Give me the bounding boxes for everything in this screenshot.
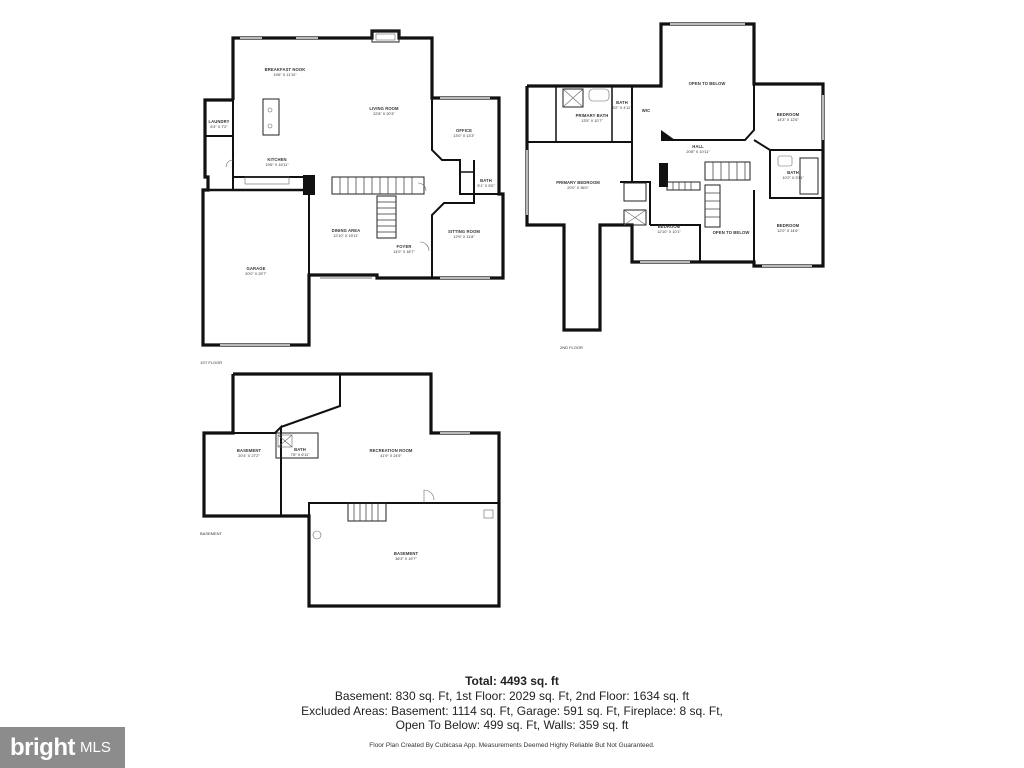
- breakfast-nook-dims: 19'6" X 11'10": [273, 73, 297, 77]
- bedroom-se-name: BEDROOM: [777, 223, 800, 228]
- logo-suffix: MLS: [79, 739, 111, 756]
- credit-note: Floor Plan Created By Cubicasa App. Meas…: [369, 742, 655, 749]
- laundry-dims: 6'4" X 7'2": [210, 125, 228, 129]
- hall-dims: 20'8" X 10'11": [686, 150, 710, 154]
- basement-west-name: BASEMENT: [237, 448, 262, 453]
- bath-east-dims: 10'2" X 5'11": [782, 176, 804, 180]
- basement-south-dims: 36'3" X 19'7": [395, 557, 417, 561]
- wic-name: WIC: [642, 108, 650, 113]
- open-to-below-mid-name: OPEN TO BELOW: [713, 230, 750, 235]
- kitchen-name: KITCHEN: [267, 157, 286, 162]
- dining-area-dims: 12'10" X 15'11": [333, 234, 359, 238]
- bath-small-dims: 5'2" X 4'11": [612, 106, 632, 110]
- primary-bedroom-dims: 20'0" X 36'0": [567, 186, 589, 190]
- living-room-dims: 22'8" X 20'3": [373, 112, 395, 116]
- total-area: Total: 4493 sq. ft: [465, 674, 559, 688]
- fireplace-icon: [371, 30, 400, 43]
- sitting-room-name: SITTING ROOM: [448, 229, 480, 234]
- water-heater-icon: [312, 530, 322, 540]
- foyer-name: FOYER: [397, 244, 412, 249]
- area-summary: Total: 4493 sq. ft Basement: 830 sq. Ft,…: [0, 674, 1024, 733]
- open-to-below-top-name: OPEN TO BELOW: [689, 81, 726, 86]
- bright-mls-logo: bright MLS: [0, 727, 125, 768]
- basement-plan: BASEMENT 20'4" X 27'2" BATH 7'8" X 6'11"…: [200, 372, 501, 608]
- living-room-name: LIVING ROOM: [369, 106, 399, 111]
- sitting-room-dims: 12'9" X 11'8": [453, 235, 475, 239]
- bedroom-mid-dims: 12'10" X 10'1": [657, 230, 681, 234]
- garage-dims: 20'0" X 29'7": [245, 272, 267, 276]
- basement-west-dims: 20'4" X 27'2": [238, 454, 260, 458]
- excluded-areas-cont: Open To Below: 499 sq. Ft, Walls: 359 sq…: [395, 718, 629, 732]
- breakfast-nook-name: BREAKFAST NOOK: [265, 67, 306, 72]
- bedroom-se-dims: 12'0" X 14'6": [777, 229, 799, 233]
- dining-area-name: DINING AREA: [332, 228, 361, 233]
- second-floor-label: 2ND FLOOR: [560, 345, 583, 350]
- hall-name: HALL: [692, 144, 704, 149]
- primary-bath-name: PRIMARY BATH: [576, 113, 609, 118]
- recreation-room-name: RECREATION ROOM: [369, 448, 412, 453]
- logo-brand: bright: [10, 733, 75, 761]
- bath-small-name: BATH: [616, 100, 628, 105]
- bath-east-name: BATH: [787, 170, 799, 175]
- bath-1f-dims: 5'1" X 5'0": [477, 184, 495, 188]
- first-floor-plan: BREAKFAST NOOK 19'6" X 11'10" LAUNDRY 6'…: [200, 29, 505, 365]
- office-name: OFFICE: [456, 128, 472, 133]
- bedroom-ne-dims: 14'3" X 12'6": [777, 118, 799, 122]
- garage-name: GARAGE: [247, 266, 266, 271]
- bath-1f-name: BATH: [480, 178, 492, 183]
- recreation-room-dims: 41'9" X 24'5": [380, 454, 402, 458]
- kitchen-dims: 19'6" X 16'11": [265, 163, 289, 167]
- bedroom-ne-name: BEDROOM: [777, 112, 800, 117]
- bedroom-mid-name: BEDROOM: [658, 224, 681, 229]
- first-floor-label: 1ST FLOOR: [200, 360, 222, 365]
- laundry-name: LAUNDRY: [208, 119, 229, 124]
- basement-south-name: BASEMENT: [394, 551, 419, 556]
- basement-label: BASEMENT: [200, 531, 223, 536]
- basement-bath-name: BATH: [294, 447, 306, 452]
- primary-bath-dims: 13'5" X 10'7": [581, 119, 603, 123]
- office-dims: 13'0" X 13'3": [453, 134, 475, 138]
- second-floor-plan: OPEN TO BELOW PRIMARY BATH 13'5" X 10'7"…: [525, 22, 825, 350]
- excluded-areas: Excluded Areas: Basement: 1114 sq. Ft, G…: [301, 703, 723, 718]
- basement-bath-dims: 7'8" X 6'11": [290, 453, 310, 457]
- primary-bedroom-name: PRIMARY BEDROOM: [556, 180, 600, 185]
- foyer-dims: 14'0" X 18'7": [393, 250, 415, 254]
- floor-areas: Basement: 830 sq. Ft, 1st Floor: 2029 sq…: [334, 689, 690, 703]
